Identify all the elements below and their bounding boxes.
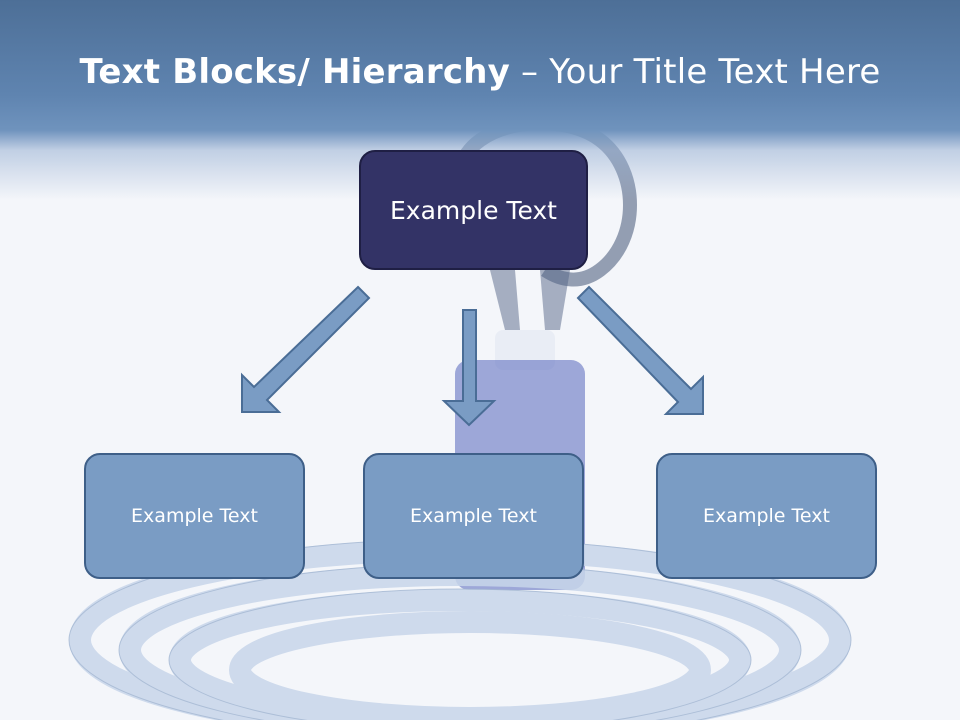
title-bold-part: Text Blocks/ Hierarchy — [79, 52, 510, 92]
arrow-center — [441, 309, 497, 427]
arrow-left — [241, 285, 371, 413]
child-box-right: Example Text — [656, 453, 877, 579]
top-box: Example Text — [359, 150, 588, 270]
child-box-left: Example Text — [84, 453, 305, 579]
slide-title: Text Blocks/ Hierarchy – Your Title Text… — [0, 52, 960, 92]
child-box-center: Example Text — [363, 453, 584, 579]
arrow-right — [576, 285, 704, 415]
title-regular-part: – Your Title Text Here — [521, 52, 881, 92]
